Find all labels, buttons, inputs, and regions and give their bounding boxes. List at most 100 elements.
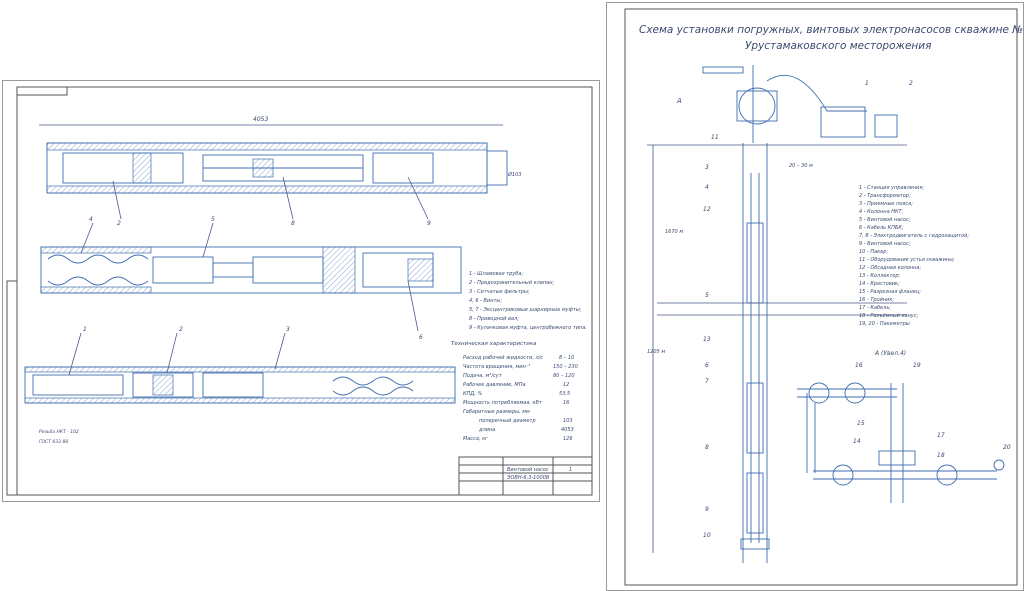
- right-legend-item: 13 - Коллектор;: [859, 273, 901, 279]
- pump-section-top: [46, 142, 508, 194]
- spec-value: 12: [563, 382, 569, 388]
- left-legend-item: 1 - Шламовая труба;: [469, 271, 523, 277]
- left-legend-item: 9 - Кулачковая муфта, центробежного типа…: [469, 325, 587, 331]
- spec-value: 80 – 120: [553, 373, 575, 379]
- right-legend-item: 11 - Оборудование устья скважины;: [859, 257, 955, 263]
- right-legend-item: 17 - Кабель;: [859, 305, 891, 311]
- spec-value: 103: [563, 418, 573, 424]
- control-station: [820, 106, 866, 138]
- spec-label: Масса, кг: [463, 436, 488, 442]
- stamp-title-1: Винтовой насос: [507, 467, 549, 473]
- left-legend-item: 3 - Сетчатые фильтры;: [469, 289, 530, 295]
- right-legend-item: 7, 8 - Электродвигатель с гидрозащитой;: [859, 233, 969, 239]
- right-legend-item: 19, 20 - Пакеметры: [859, 321, 910, 327]
- callout-detail: 15: [857, 420, 865, 427]
- well-callouts: 11 3 4 12 5 13 6 7 8 9 10: [703, 134, 719, 539]
- pump-section-middle: [40, 246, 462, 294]
- callout-bottom-2: 2: [179, 326, 183, 333]
- callout-bottom-1: 1: [83, 326, 87, 333]
- spec-value: 16: [563, 400, 569, 406]
- right-legend-item: 9 - Винтовой насос;: [859, 241, 911, 247]
- callout-well: 13: [703, 336, 711, 343]
- pump-section-bottom: [24, 366, 456, 404]
- callout-well: 10: [703, 532, 711, 539]
- callout-well: 11: [711, 134, 719, 141]
- dim-depth-1: 1670 м: [665, 229, 683, 235]
- left-legend: 1 - Шламовая труба; 2 - Предохранительны…: [469, 271, 587, 331]
- stamp-sheet: 1: [569, 467, 572, 473]
- well-casing: [740, 143, 770, 563]
- right-legend-item: 14 - Крестовик;: [859, 281, 900, 287]
- spec-label: Расход рабочей жидкости, л/с: [463, 355, 543, 361]
- right-legend-item: 16 - Тройник;: [859, 297, 894, 303]
- callout-well: 12: [703, 206, 711, 213]
- well-installation-diagram: Схема установки погружных, винтовых элек…: [624, 8, 1023, 586]
- left-legend-item: 2 - Предохранительный клапан;: [469, 280, 554, 286]
- callout-well: 7: [705, 378, 709, 385]
- overall-length-dim: 4053: [253, 116, 268, 123]
- stamp-title-2: ЭОВН-6,3-1000В: [506, 475, 550, 481]
- right-legend-item: 5 - Винтовой насос;: [859, 217, 911, 223]
- wellhead: [702, 65, 867, 143]
- diagram-title-line1: Схема установки погружных, винтовых элек…: [639, 24, 1023, 36]
- right-drawing-sheet: Схема установки погружных, винтовых элек…: [606, 2, 1024, 591]
- spec-label: Частота вращения, мин⁻¹: [463, 364, 530, 370]
- callout-mid-5: 5: [211, 216, 215, 223]
- transformer: [874, 114, 898, 138]
- tech-title: Техническая характеристика: [451, 341, 537, 347]
- callout-top-9: 9: [427, 220, 431, 227]
- diagram-title-line2: Урустамаковского месторожения: [745, 40, 931, 52]
- detail-view-a: А (Увел.4): [797, 350, 1005, 503]
- left-legend-item: 4, 6 - Винты;: [469, 298, 502, 304]
- callout-detail: 16: [855, 362, 863, 369]
- callout-well: 9: [705, 506, 709, 513]
- drawing-frame-right: [624, 8, 1018, 586]
- right-legend-item: 2 - Трансформатор;: [859, 193, 911, 199]
- diameter-dim: Ø103: [507, 171, 521, 178]
- right-legend: 1 - Станция управления; 2 - Трансформато…: [859, 185, 969, 327]
- callout-well: 8: [705, 444, 709, 451]
- callout-detail: 18: [937, 452, 945, 459]
- callout-mid-4: 4: [89, 216, 93, 223]
- callout-detail: 14: [853, 438, 861, 445]
- right-legend-item: 1 - Станция управления;: [859, 185, 924, 191]
- right-legend-item: 4 - Колонна НКТ;: [859, 209, 904, 215]
- right-legend-item: 3 - Приемные пояса;: [859, 201, 913, 207]
- title-block: Винтовой насос ЭОВН-6,3-1000В 1: [458, 456, 593, 496]
- callout-surface-1: 1: [865, 80, 869, 87]
- view-label-top: А: [676, 97, 682, 105]
- spec-label: Подача, м³/сут: [463, 373, 503, 379]
- spec-label: Рабочее давление, МПа: [463, 382, 526, 388]
- callout-well: 4: [705, 184, 709, 191]
- left-legend-item: 8 - Приводной вал;: [469, 316, 519, 322]
- right-legend-item: 10 - Пакер;: [859, 249, 888, 255]
- callout-top-2: 2: [117, 220, 121, 227]
- dim-horizontal: 20 – 30 м: [789, 163, 813, 169]
- callout-top-8: 8: [291, 220, 295, 227]
- callout-detail: 19: [913, 362, 921, 369]
- callout-bottom-3: 3: [286, 326, 290, 333]
- left-drawing-sheet: 4053 Ø103 2 8 9: [2, 80, 600, 502]
- spec-value: 53,5: [559, 391, 570, 397]
- spec-label: КПД, %: [463, 391, 482, 397]
- left-legend-item: 5, 7 - Эксцентриковые шарнирные муфты;: [469, 307, 582, 313]
- right-legend-item: 18 - Разъёмный конус;: [859, 313, 919, 319]
- callout-detail: 17: [937, 432, 945, 439]
- detail-callouts: 16 19 15 14 17 18 20: [853, 362, 1011, 459]
- spec-value: 150 – 230: [553, 364, 578, 370]
- callout-well: 5: [705, 292, 709, 299]
- callout-detail: 20: [1003, 444, 1011, 451]
- spec-label: Мощность потребляемая, кВт: [463, 400, 543, 406]
- thread-note-2: ГОСТ 633-80: [39, 439, 68, 445]
- callout-mid-6: 6: [419, 334, 423, 341]
- right-legend-item: 6 - Кабель КПБК;: [859, 225, 904, 231]
- callout-surface-2: 2: [909, 80, 913, 87]
- spec-label: длина: [478, 427, 495, 433]
- view-label-detail: А (Увел.4): [874, 350, 906, 357]
- callout-well: 3: [705, 164, 709, 171]
- spec-value: 8 – 10: [559, 355, 574, 361]
- spec-label: Габаритные размеры, мм: [463, 409, 530, 415]
- spec-value: 4053: [561, 427, 574, 433]
- tech-specs: Техническая характеристика Расход рабоче…: [451, 341, 578, 442]
- thread-note-1: Резьба НКТ - 102: [39, 429, 79, 435]
